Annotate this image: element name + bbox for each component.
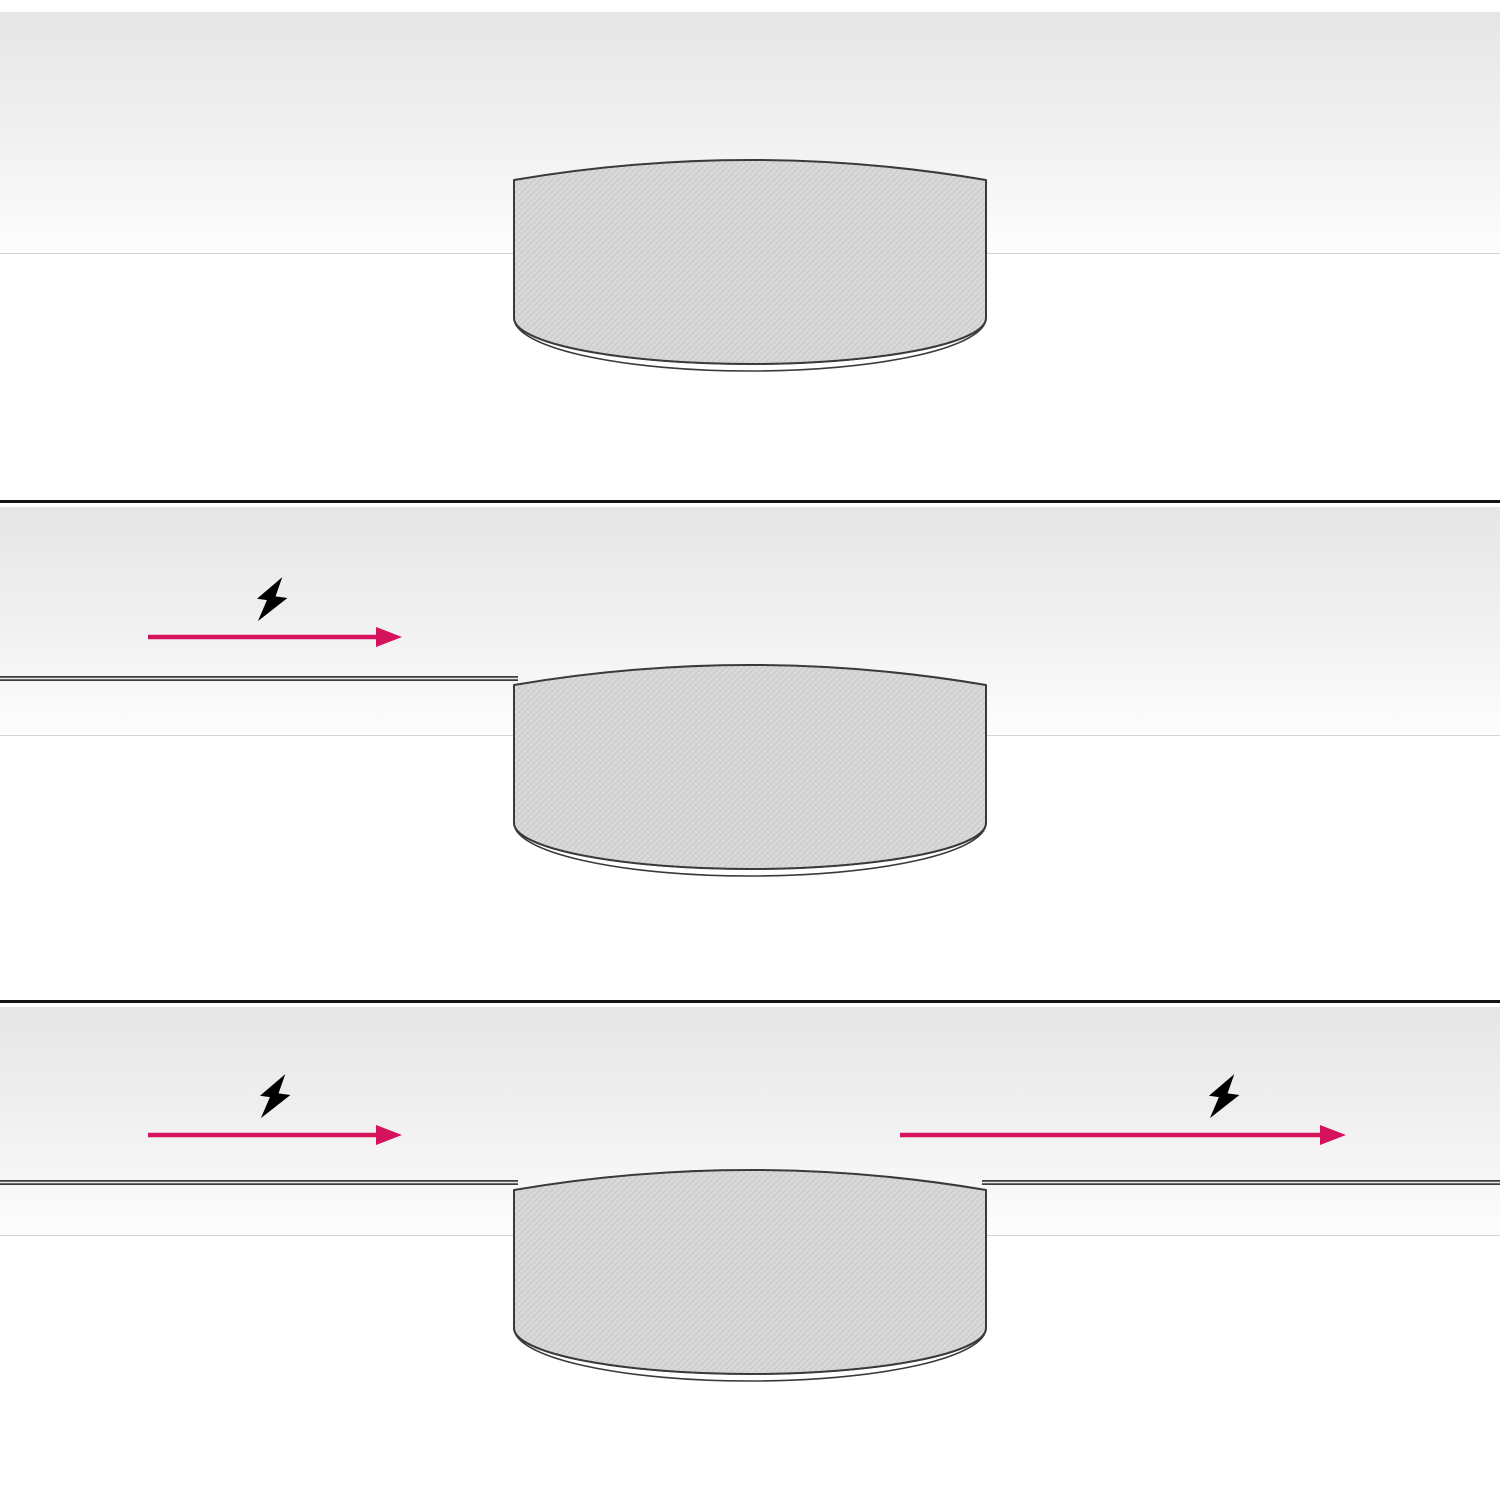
drum-lampshade	[510, 643, 990, 881]
panel-left-power-feed	[0, 500, 1500, 1000]
power-direction-arrow-left	[148, 1125, 402, 1145]
power-cable-left	[0, 1180, 518, 1185]
panel-power-pass-through	[0, 1000, 1500, 1500]
power-direction-arrow-right	[900, 1125, 1346, 1145]
drum-lampshade	[510, 1148, 990, 1386]
electricity-bolt-icon	[258, 1072, 294, 1122]
electricity-bolt-icon	[255, 575, 291, 625]
panel-lamp-only	[0, 0, 1500, 500]
power-cable-right	[982, 1180, 1500, 1185]
power-direction-arrow-left	[148, 627, 402, 647]
drum-lampshade	[510, 138, 990, 376]
electricity-bolt-icon	[1207, 1072, 1243, 1122]
power-cable-left	[0, 676, 518, 681]
